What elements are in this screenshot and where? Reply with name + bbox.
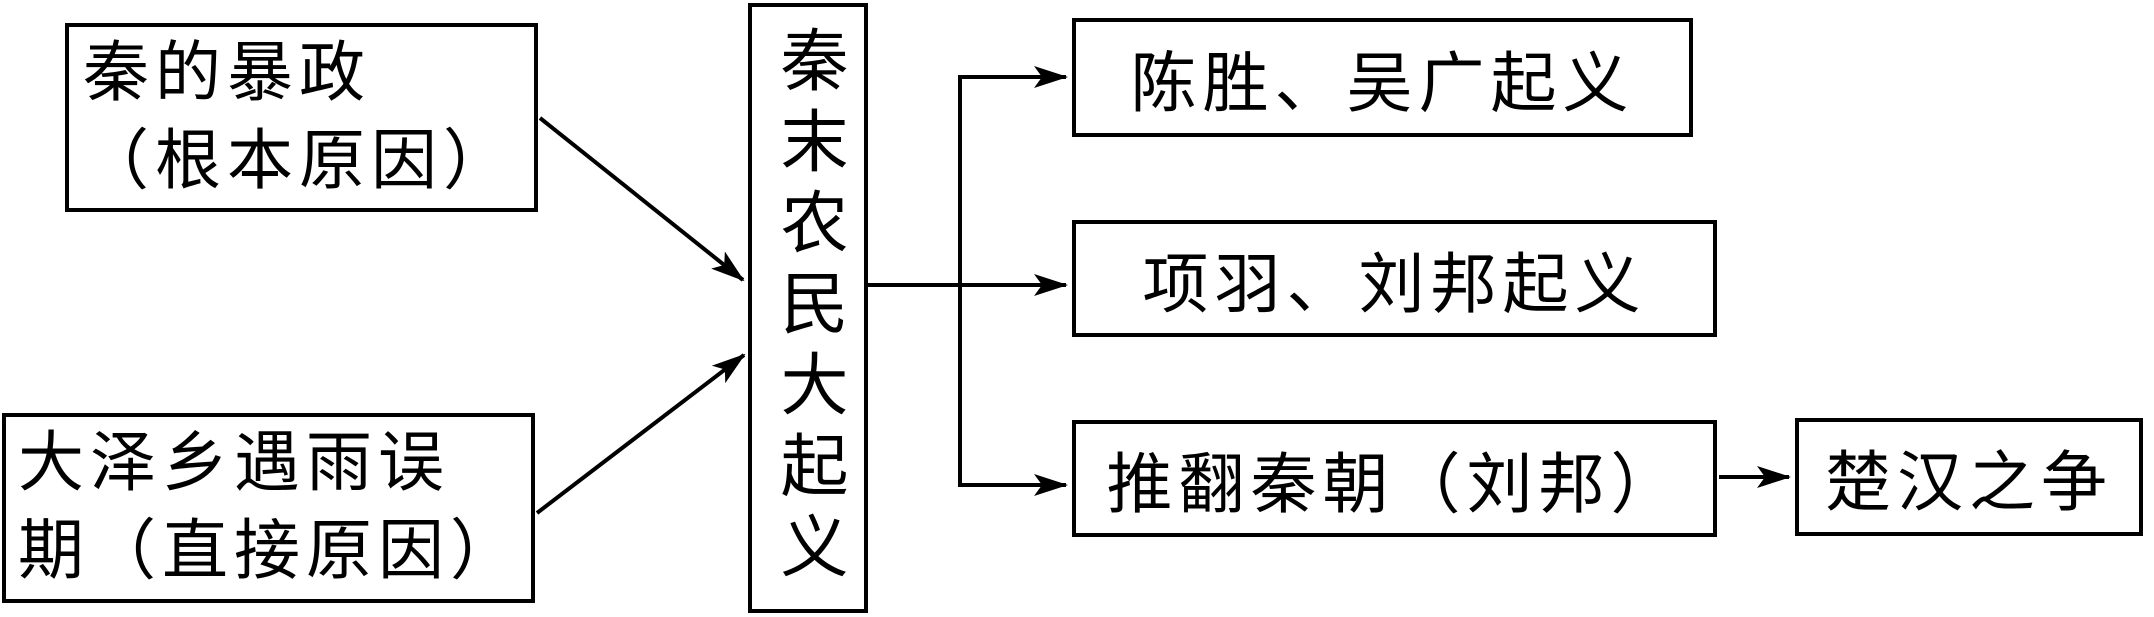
node-direct-cause: 大泽乡遇雨误 期（直接原因）: [2, 413, 535, 603]
node-direct-cause-line1: 大泽乡遇雨误: [18, 427, 450, 500]
node-chu-han-contention: 楚汉之争: [1795, 418, 2143, 536]
node-overthrow-qin: 推翻秦朝（刘邦）: [1072, 420, 1717, 537]
arrow-root-cause-to-main: [538, 116, 745, 282]
node-root-cause-line1: 秦的暴政: [83, 36, 371, 110]
node-main-event: 秦末农民大起义: [748, 3, 868, 613]
arrow-direct-cause-to-main: [535, 353, 746, 515]
node-root-cause: 秦的暴政 （根本原因）: [65, 23, 538, 212]
node-uprising-chensheng-wuguang: 陈胜、吴广起义: [1072, 18, 1693, 137]
node-chu-han-contention-label: 楚汉之争: [1825, 447, 2113, 520]
node-root-cause-line2: （根本原因）: [83, 124, 515, 198]
node-uprising-xiangyu-liubang-label: 项羽、刘邦起义: [1142, 248, 1647, 322]
node-overthrow-qin-label: 推翻秦朝（刘邦）: [1106, 448, 1683, 522]
node-uprising-chensheng-wuguang-label: 陈胜、吴广起义: [1130, 47, 1635, 121]
node-direct-cause-line2: 期（直接原因）: [18, 515, 522, 588]
node-uprising-xiangyu-liubang: 项羽、刘邦起义: [1072, 220, 1717, 337]
node-main-event-label: 秦末农民大起义: [770, 24, 846, 592]
